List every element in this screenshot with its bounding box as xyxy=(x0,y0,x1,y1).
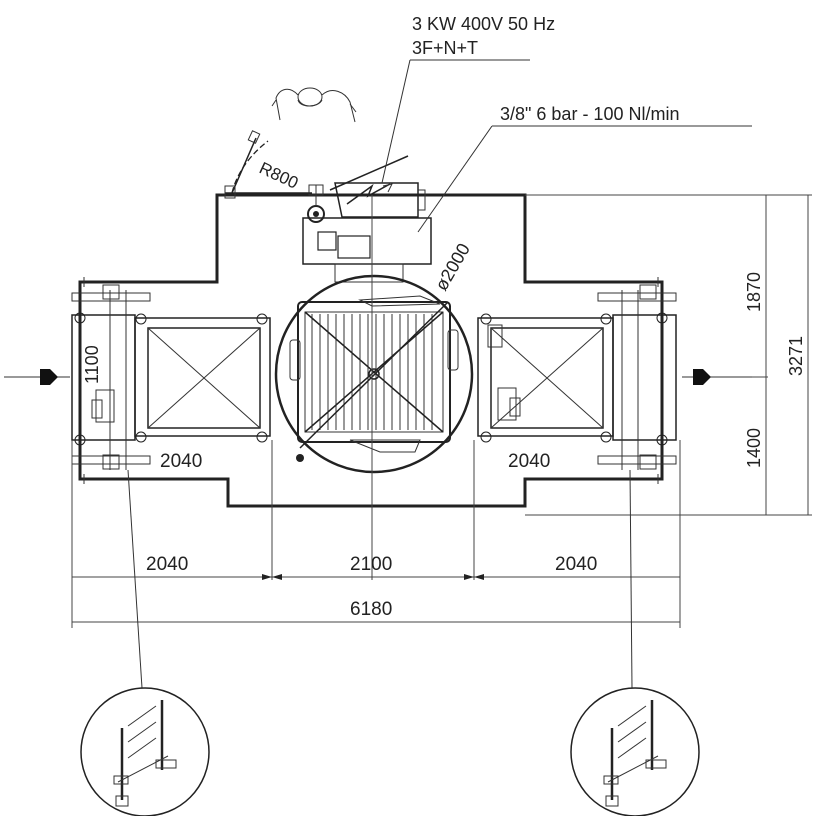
right-conveyor xyxy=(477,277,677,484)
air-spec: 3/8" 6 bar - 100 Nl/min xyxy=(500,104,679,124)
radius-label: R800 xyxy=(256,158,301,192)
detail-callout-right xyxy=(570,687,700,816)
control-panel xyxy=(302,155,432,283)
outfeed-arrow xyxy=(682,369,752,385)
operator-figure xyxy=(271,87,357,123)
side-dimensions xyxy=(525,194,812,516)
side-upper-dimension: 1870 xyxy=(744,272,764,312)
bottom-dimensions xyxy=(71,195,681,628)
power-spec-line2: 3F+N+T xyxy=(412,38,478,58)
overall-length-dimension: 6180 xyxy=(350,599,392,620)
left-conveyor xyxy=(71,277,271,484)
detail-callout-left xyxy=(80,687,210,816)
left-conveyor-length-label: 2040 xyxy=(160,451,202,472)
infeed-arrow xyxy=(4,369,70,385)
overall-depth-dimension: 3271 xyxy=(786,336,806,376)
bottom-left-dimension: 2040 xyxy=(146,554,188,575)
rotary-table xyxy=(274,274,474,474)
power-spec-line1: 3 KW 400V 50 Hz xyxy=(412,14,555,34)
right-conveyor-length-label: 2040 xyxy=(508,451,550,472)
door-swing xyxy=(224,130,312,199)
bottom-right-dimension: 2040 xyxy=(555,554,597,575)
bottom-center-dimension: 2100 xyxy=(350,554,392,575)
diameter-label: ø2000 xyxy=(431,240,474,294)
side-lower-dimension: 1400 xyxy=(744,428,764,468)
infeed-width-label: 1100 xyxy=(82,345,102,384)
